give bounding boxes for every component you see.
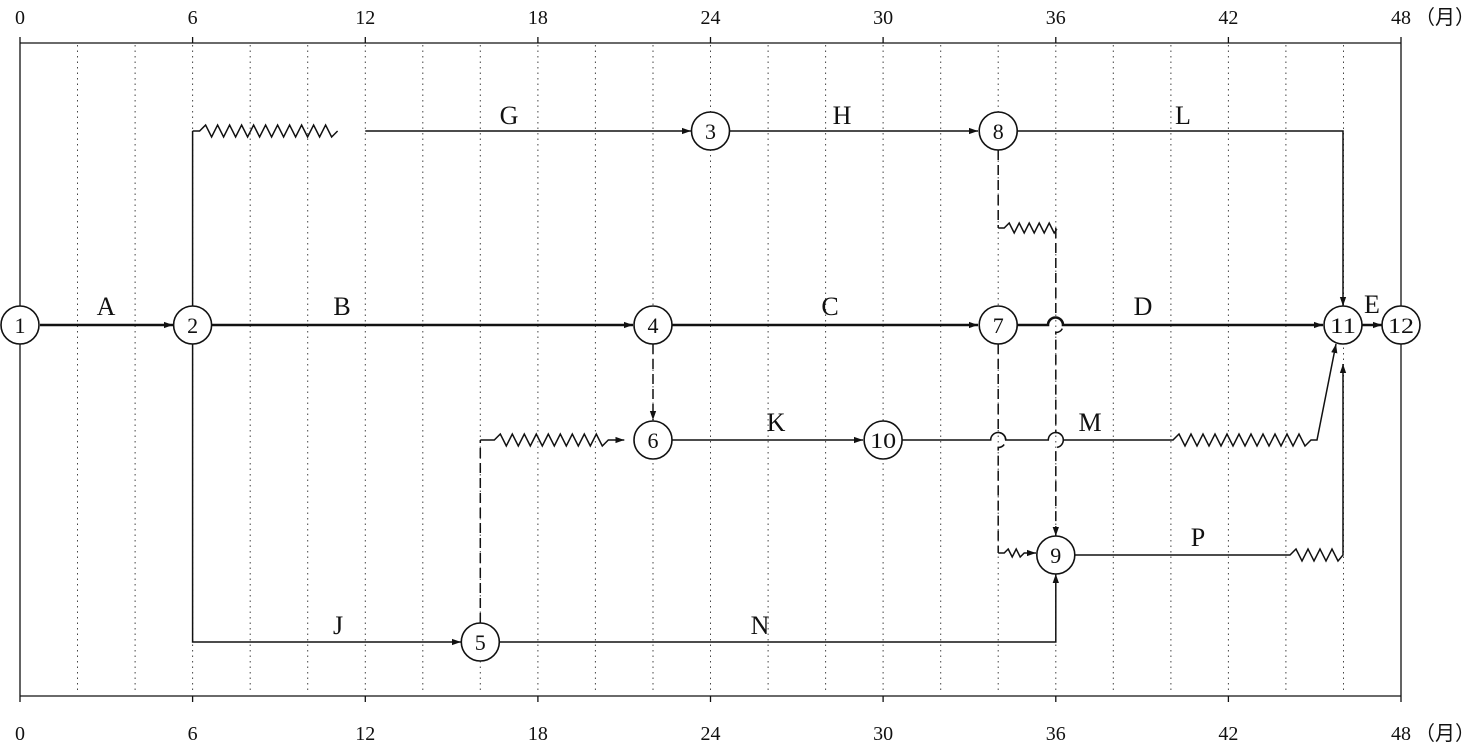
top-tick-label: 12 xyxy=(355,7,375,29)
activity-label-N: N xyxy=(751,611,770,640)
dummy-8-9-down xyxy=(1052,228,1064,536)
major-ticks xyxy=(191,37,1230,702)
dummy-8-9-wave xyxy=(998,221,1058,235)
bottom-tick-label: 6 xyxy=(188,723,198,745)
arrow-N xyxy=(500,574,1059,643)
arrow-P xyxy=(1075,364,1347,563)
top-tick-label: 24 xyxy=(701,7,721,29)
top-axis-labels: 0 6 12 18 24 30 36 42 48 xyxy=(15,7,1411,29)
node-label: 6 xyxy=(648,428,659,453)
top-tick-label: 30 xyxy=(873,7,893,29)
bottom-tick-label: 30 xyxy=(873,723,893,745)
node-4: 4 xyxy=(633,305,673,345)
wavy-free-float-6 xyxy=(480,432,625,448)
activity-label-C: C xyxy=(821,292,838,321)
activity-label-L: L xyxy=(1175,101,1191,130)
activity-label-M: M xyxy=(1078,408,1101,437)
node-2: 2 xyxy=(172,305,213,345)
arrow-M xyxy=(902,343,1338,448)
top-tick-label: 48 xyxy=(1391,7,1411,29)
bottom-tick-label: 0 xyxy=(15,723,25,745)
node-label: 8 xyxy=(993,119,1004,144)
bottom-tick-label: 42 xyxy=(1218,723,1238,745)
dummy-7-9 xyxy=(997,344,1007,553)
node-label: 3 xyxy=(705,119,716,144)
node-label: 9 xyxy=(1050,543,1061,568)
node-label: 10 xyxy=(870,428,896,453)
node-label: 5 xyxy=(475,630,486,655)
bottom-tick-label: 12 xyxy=(355,723,375,745)
top-tick-label: 36 xyxy=(1046,7,1066,29)
bottom-axis-labels: 0 6 12 18 24 30 36 42 48 xyxy=(15,723,1411,745)
node-12: 12 xyxy=(1381,305,1421,345)
arrow-J xyxy=(191,344,461,646)
wavy-free-float-G xyxy=(192,123,339,139)
top-tick-label: 18 xyxy=(528,7,548,29)
arrow-L xyxy=(1017,130,1347,306)
activity-label-H: H xyxy=(833,101,852,130)
top-axis-unit: （月） xyxy=(1415,6,1475,29)
node-10: 10 xyxy=(863,420,903,460)
node-label: 1 xyxy=(15,313,26,338)
node-6: 6 xyxy=(633,420,673,460)
node-label: 4 xyxy=(648,313,659,338)
node-7: 7 xyxy=(978,305,1019,345)
node-11: 11 xyxy=(1323,305,1363,345)
node-label: 12 xyxy=(1388,313,1414,338)
activity-label-G: G xyxy=(500,101,519,130)
top-tick-label: 0 xyxy=(15,7,25,29)
node-5: 5 xyxy=(460,622,501,662)
node-label: 11 xyxy=(1330,313,1356,338)
activity-labels: A B C D E G H L J N K M P xyxy=(97,101,1380,640)
node-1: 1 xyxy=(0,305,40,345)
activity-label-K: K xyxy=(767,408,786,437)
dummy-7-9-wave xyxy=(998,547,1036,559)
bottom-tick-label: 24 xyxy=(701,723,721,745)
nodes: 1 2 3 4 5 6 7 8 xyxy=(0,111,1421,662)
dummy-activities xyxy=(479,150,1064,623)
node-label: 2 xyxy=(187,313,198,338)
activity-arrows xyxy=(40,123,1382,646)
dotted-gridlines xyxy=(77,45,1344,694)
bottom-tick-label: 48 xyxy=(1391,723,1411,745)
bottom-axis-unit: （月） xyxy=(1415,722,1475,745)
activity-label-B: B xyxy=(333,292,350,321)
activity-label-P: P xyxy=(1191,523,1205,552)
node-3: 3 xyxy=(690,111,731,151)
node-9: 9 xyxy=(1036,535,1076,575)
activity-label-J: J xyxy=(333,611,343,640)
bottom-tick-label: 18 xyxy=(528,723,548,745)
top-tick-label: 42 xyxy=(1218,7,1238,29)
activity-label-E: E xyxy=(1364,290,1380,319)
activity-label-A: A xyxy=(97,292,116,321)
activity-label-D: D xyxy=(1134,292,1153,321)
node-label: 7 xyxy=(993,313,1004,338)
bottom-tick-label: 36 xyxy=(1046,723,1066,745)
arrow-D xyxy=(1017,316,1323,329)
top-tick-label: 6 xyxy=(188,7,198,29)
node-8: 8 xyxy=(978,111,1019,151)
